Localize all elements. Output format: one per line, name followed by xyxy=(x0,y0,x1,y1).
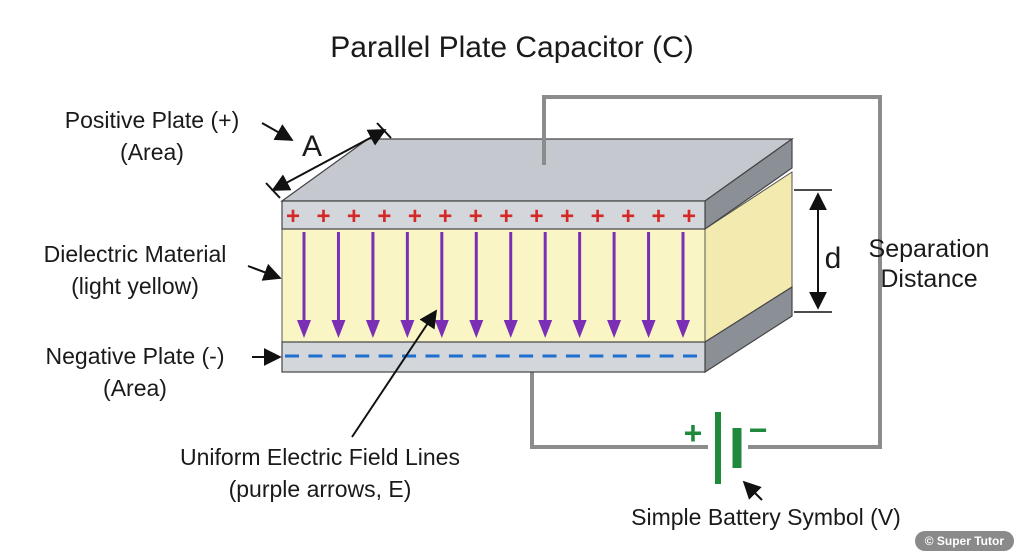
battery-plus-sign: + xyxy=(684,415,703,451)
negative-plate-front xyxy=(281,341,706,373)
field-arrowhead xyxy=(641,320,656,338)
field-arrowhead xyxy=(538,320,553,338)
field-arrowhead xyxy=(400,320,415,338)
plus-charge: + xyxy=(530,203,544,230)
positive-plate-area-label: (Area) xyxy=(120,139,184,165)
battery-pointer xyxy=(742,480,763,501)
field-arrowhead xyxy=(297,320,311,338)
separation-sublabel: Distance xyxy=(880,265,977,293)
field-lines-label: Uniform Electric Field Lines xyxy=(180,444,460,470)
battery-minus-sign: − xyxy=(749,412,768,448)
watermark: © Super Tutor xyxy=(914,531,1014,551)
plus-charge: + xyxy=(652,203,666,230)
distance-symbol: d xyxy=(825,242,842,275)
plus-charge: + xyxy=(408,203,422,230)
field-arrowhead xyxy=(503,320,518,338)
plus-charge: + xyxy=(286,203,300,230)
positive-plate-pointer xyxy=(261,122,294,141)
plus-charge: + xyxy=(621,203,635,230)
electric-field-lines xyxy=(297,232,690,338)
plus-charge: + xyxy=(591,203,605,230)
plus-charge: + xyxy=(682,203,696,230)
positive-plate-top xyxy=(280,138,794,202)
field-arrowhead xyxy=(607,320,622,338)
plus-charge: + xyxy=(560,203,574,230)
positive-charges: + + + + + + + + + + + + + + xyxy=(286,203,696,230)
field-arrowhead xyxy=(365,320,380,338)
plus-charge: + xyxy=(316,203,330,230)
area-tick-left xyxy=(265,182,281,199)
area-dimension-line xyxy=(271,129,387,191)
field-arrowhead xyxy=(572,320,587,338)
positive-plate-front xyxy=(281,200,706,230)
dielectric-pointer xyxy=(247,263,282,281)
separation-label: Separation xyxy=(869,235,990,263)
field-arrowhead xyxy=(676,320,690,338)
field-arrowhead xyxy=(434,320,449,338)
circuit-wire-bottom xyxy=(530,372,708,449)
negative-plate-area-label: (Area) xyxy=(103,375,167,401)
plus-charge: + xyxy=(469,203,483,230)
diagram-title: Parallel Plate Capacitor (C) xyxy=(330,31,693,64)
plus-charge: + xyxy=(438,203,452,230)
area-tick-right xyxy=(376,122,392,139)
field-lines-sublabel: (purple arrows, E) xyxy=(229,476,412,502)
positive-plate-label: Positive Plate (+) xyxy=(65,107,240,133)
dielectric-material xyxy=(281,228,706,343)
battery-label: Simple Battery Symbol (V) xyxy=(631,504,901,530)
negative-plate-label: Negative Plate (-) xyxy=(46,343,225,369)
field-arrowhead xyxy=(331,320,346,338)
plus-charge: + xyxy=(347,203,361,230)
dielectric-label: Dielectric Material xyxy=(44,241,227,267)
field-lines-pointer xyxy=(351,309,437,438)
plus-charge: + xyxy=(377,203,391,230)
plus-charge: + xyxy=(499,203,513,230)
field-arrowhead xyxy=(469,320,484,338)
dielectric-sublabel: (light yellow) xyxy=(71,273,199,299)
area-symbol: A xyxy=(302,130,322,163)
